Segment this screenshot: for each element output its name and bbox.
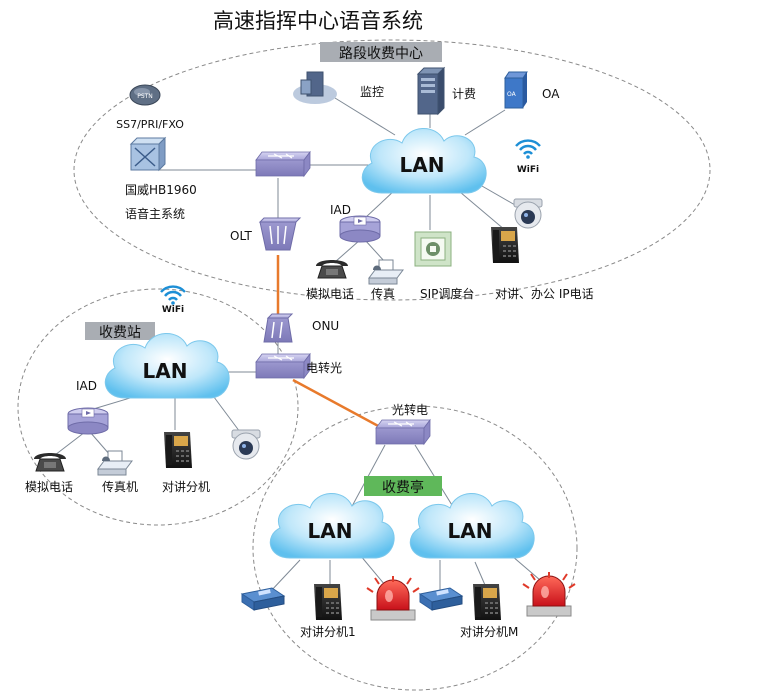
booth-intercom-m-label: 对讲分机M [460,624,518,639]
station-iad-icon [67,407,109,435]
booth-tag: 收费亭 [382,479,424,496]
pstn-protocols-label: SS7/PRI/FXO [116,118,184,131]
pstn-icon [129,84,161,106]
pstn-label: PSTN [137,93,153,100]
monitor-server-icon [293,71,337,104]
station-region-boundary [17,288,299,526]
booth-left-intercom-phone-icon [314,584,342,620]
center-ip-phones-label: 对讲、办公 IP电话 [495,286,594,301]
station-lan-label: LAN [143,359,188,383]
oa-label: OA [542,87,560,101]
center-camera-icon [513,198,543,229]
diagram-title: 高速指挥中心语音系统 [213,9,423,33]
station-tag: 收费站 [99,325,141,341]
monitor-label: 监控 [360,85,384,99]
billing-label: 计费 [452,87,476,101]
center-iad-icon [339,215,381,243]
center-iad-label: IAD [330,203,351,217]
booth-lan-left-label: LAN [308,519,353,543]
station-camera-icon [231,429,261,460]
booth-tag-box [364,476,442,496]
station-intercom-label: 对讲分机 [162,479,210,494]
network-links [54,97,541,593]
station-tag-box [85,322,155,340]
booth-right-intercom-phone-icon [473,584,501,620]
center-tag-box [320,42,442,62]
center-lan-label: LAN [400,153,445,177]
core-switch-icon [255,151,311,177]
booth-left-alarm-icon [366,575,420,621]
station-fax-label: 传真机 [102,479,138,494]
station-iad-label: IAD [76,379,97,393]
pbx-name-label: 国威HB1960 [125,183,197,197]
booth-lan-right-label: LAN [448,519,493,543]
station-analog-phone-icon [33,452,67,472]
center-fax-label: 传真 [371,286,395,301]
center-wifi-icon [514,139,542,161]
center-analog-phone-icon [315,259,349,279]
station-converter-icon [255,353,311,379]
booth-right-alarm-icon [522,571,576,617]
pbx-desc-label: 语音主系统 [125,206,185,221]
oa-server-icon: OA [504,71,528,109]
booth-converter-icon [375,419,431,445]
booth-left-scanner-icon [241,587,285,611]
fiber-link-station-booth [292,378,383,430]
center-fax-icon [368,259,404,285]
svg-text:OA: OA [507,91,517,98]
center-region-boundary [73,39,711,301]
booth-right-scanner-icon [419,587,463,611]
station-wifi-label: WiFi [162,305,184,315]
sip-console-icon [414,231,452,267]
olt-icon [258,217,302,251]
onu-label: ONU [312,319,339,333]
booth-region-boundary [252,405,578,691]
station-fax-icon [97,450,133,476]
billing-server-icon [417,67,445,115]
station-converter-label: 电转光 [306,360,342,375]
olt-label: OLT [230,229,252,243]
center-ip-phone-icon [491,227,519,263]
booth-converter-label: 光转电 [392,402,428,417]
onu-icon [263,313,294,343]
sip-console-label: SIP调度台 [420,286,474,301]
pbx-icon [129,136,167,172]
center-analog-phone-label: 模拟电话 [306,287,354,301]
booth-intercom-1-label: 对讲分机1 [300,624,356,639]
station-intercom-phone-icon [164,432,192,468]
center-tag: 路段收费中心 [339,46,423,62]
center-wifi-label: WiFi [517,165,539,175]
station-analog-phone-label: 模拟电话 [25,480,73,494]
